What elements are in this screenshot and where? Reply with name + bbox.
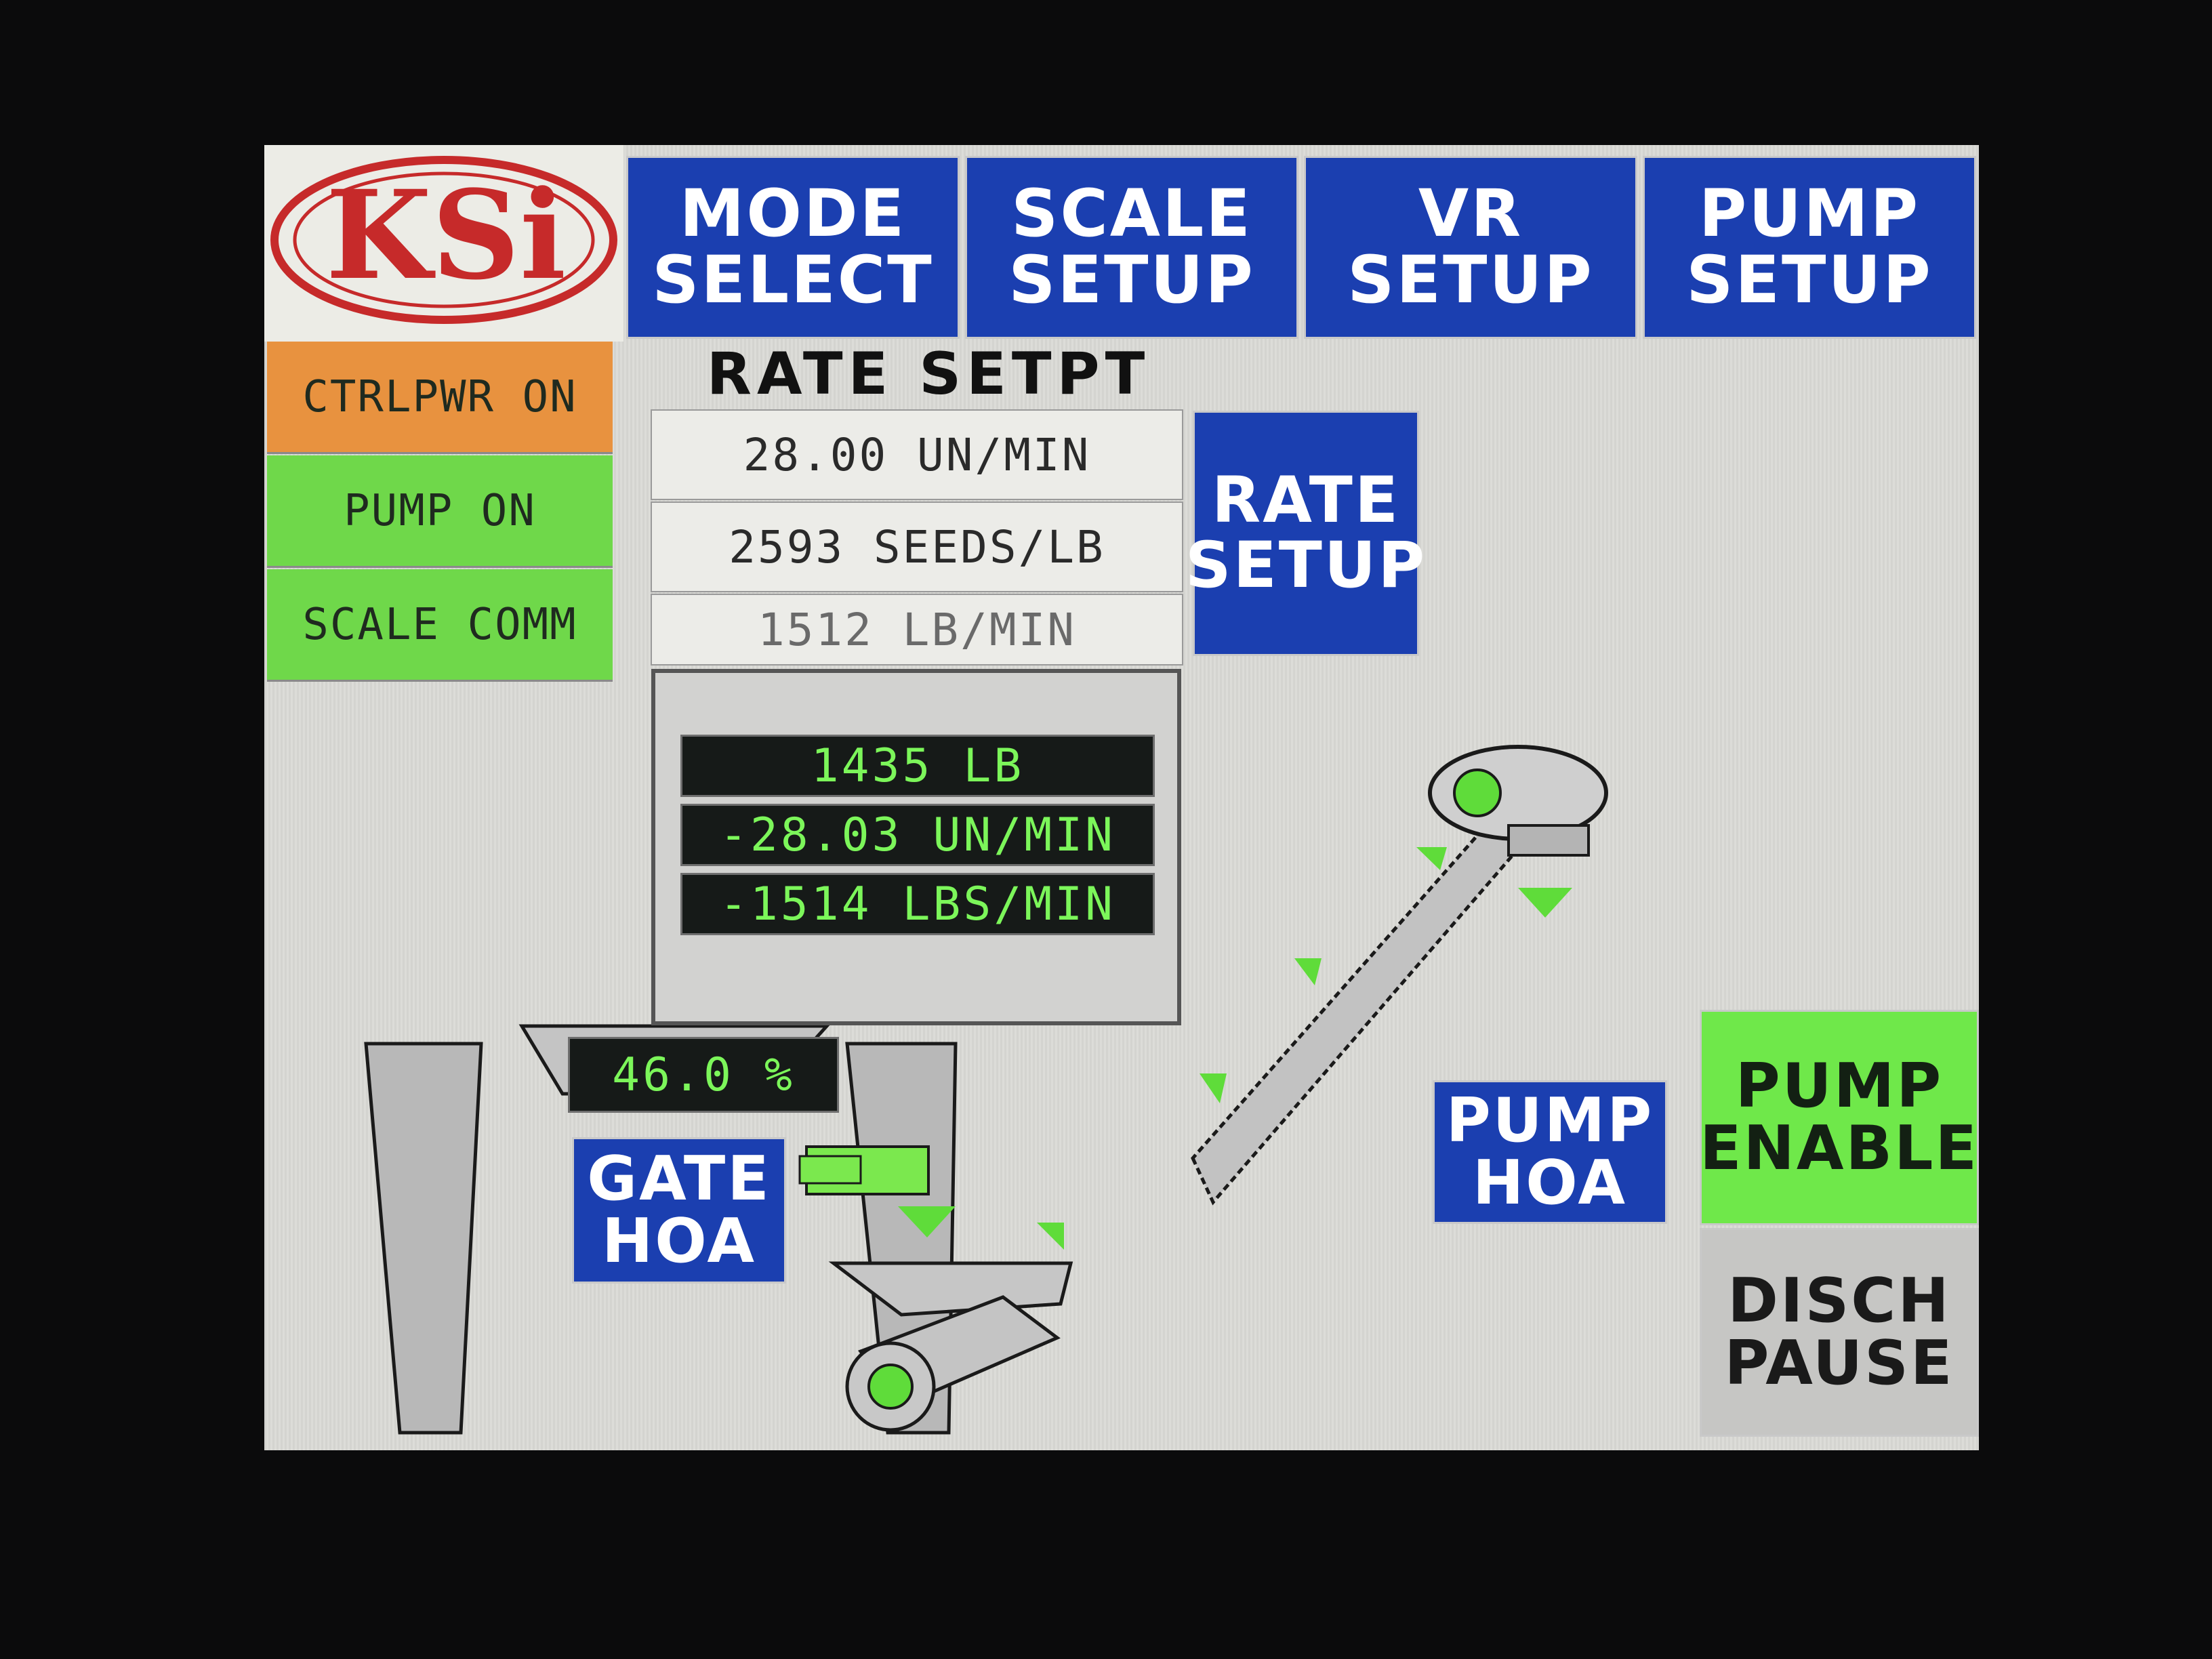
mode-select-button[interactable]: MODE SELECT	[626, 156, 960, 339]
ksi-logo: KSi	[270, 156, 617, 324]
scale-comm-status: SCALE COMM	[267, 569, 613, 682]
flow-arrow	[1416, 847, 1447, 870]
vr-setup-button[interactable]: VR SETUP	[1304, 156, 1637, 339]
mode-select-label-1: MODE	[679, 176, 907, 252]
ctrlpwr-status: CTRLPWR ON	[267, 342, 613, 454]
flow-arrow	[1037, 1223, 1064, 1250]
vr-setup-label-1: VR	[1418, 176, 1523, 252]
gate-percent-readout: 46.0 %	[568, 1037, 839, 1113]
rate-setup-label-2: SETUP	[1185, 529, 1427, 602]
gate-hoa-label-2: HOA	[601, 1206, 757, 1277]
mode-select-label-2: SELECT	[652, 242, 934, 318]
hmi-screen: KSi MODE SELECT SCALE SETUP VR SETUP PUM…	[264, 145, 1979, 1450]
pump-enable-button[interactable]: PUMP ENABLE	[1700, 1010, 1979, 1225]
scale-setup-label-1: SCALE	[1011, 176, 1252, 252]
scale-setup-label-2: SETUP	[1008, 242, 1255, 318]
auger-spout	[1507, 824, 1590, 857]
flow-arrow	[1294, 958, 1322, 985]
disch-pause-label-1: DISCH	[1727, 1265, 1951, 1337]
lb-per-min-value: 1512 LB/MIN	[651, 594, 1183, 665]
scale-rate-lbs-readout: -1514 LBS/MIN	[680, 873, 1155, 935]
pump-hoa-label-2: HOA	[1472, 1147, 1628, 1218]
disch-pause-label-2: PAUSE	[1724, 1328, 1954, 1399]
pump-enable-label-2: ENABLE	[1700, 1113, 1979, 1184]
pump-setup-label-2: SETUP	[1686, 242, 1933, 318]
rate-setup-label-1: RATE	[1211, 464, 1401, 538]
disch-pause-button[interactable]: DISCH PAUSE	[1700, 1228, 1979, 1437]
hopper-leg-left	[364, 1042, 483, 1435]
flow-arrow	[898, 1206, 956, 1237]
pump-setup-button[interactable]: PUMP SETUP	[1643, 156, 1976, 339]
pump-enable-label-1: PUMP	[1735, 1050, 1944, 1122]
auger-motor-indicator	[1453, 769, 1502, 817]
pump-hoa-label-1: PUMP	[1446, 1085, 1654, 1157]
scale-weight-readout: 1435 LB	[680, 735, 1155, 797]
lower-hopper	[828, 1261, 1073, 1317]
pump-status: PUMP ON	[267, 455, 613, 568]
logo-panel: KSi	[264, 145, 623, 342]
rate-setpoint-input[interactable]: 28.00 UN/MIN	[651, 409, 1183, 500]
gate-hoa-label-1: GATE	[587, 1143, 771, 1215]
scale-rate-un-readout: -28.03 UN/MIN	[680, 804, 1155, 866]
flow-arrow	[1200, 1073, 1227, 1103]
flow-arrow	[1518, 888, 1572, 918]
vr-setup-label-2: SETUP	[1347, 242, 1594, 318]
pump-hoa-button[interactable]: PUMP HOA	[1433, 1080, 1667, 1224]
gate-hoa-button[interactable]: GATE HOA	[572, 1137, 786, 1284]
pump-setup-label-1: PUMP	[1698, 176, 1921, 252]
logo-text: KSi	[326, 164, 567, 307]
wheel-motor-indicator	[867, 1364, 914, 1410]
gate-rod	[798, 1155, 862, 1185]
rate-setup-button[interactable]: RATE SETUP	[1185, 411, 1425, 656]
seeds-per-lb-input[interactable]: 2593 SEEDS/LB	[651, 501, 1183, 592]
scale-setup-button[interactable]: SCALE SETUP	[965, 156, 1298, 339]
rate-setpoint-title: RATE SETPT	[706, 340, 1151, 408]
